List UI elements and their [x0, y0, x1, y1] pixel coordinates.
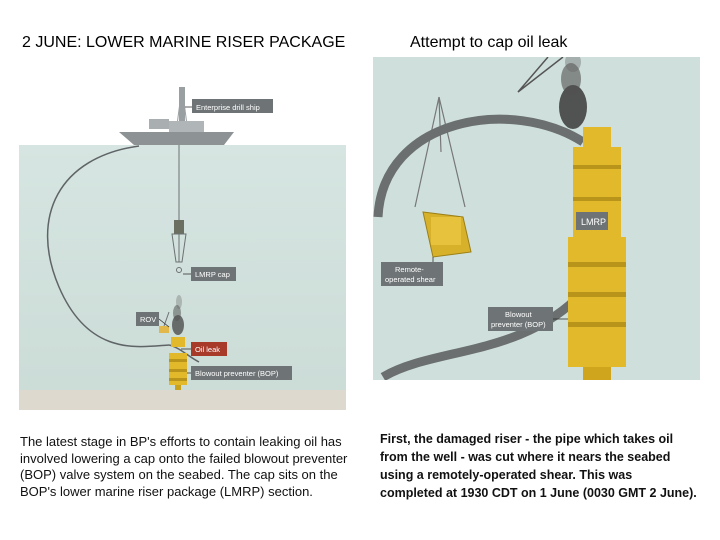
oil-leak-label: Oil leak: [195, 345, 220, 354]
left-heading: 2 JUNE: LOWER MARINE RISER PACKAGE: [22, 34, 346, 51]
shear-label-line2: operated shear: [385, 275, 436, 284]
label-ship: Enterprise drill ship: [185, 99, 273, 113]
bop-label-line2: preventer (BOP): [491, 320, 546, 329]
rov-label: ROV: [140, 315, 156, 324]
left-caption: The latest stage in BP's efforts to cont…: [20, 434, 348, 499]
remote-shear-icon: [422, 211, 472, 258]
label-shear: Remote- operated shear: [381, 257, 443, 286]
bop-label: Blowout preventer (BOP): [195, 369, 279, 378]
ship-label: Enterprise drill ship: [196, 103, 260, 112]
label-bop: Blowout preventer (BOP): [187, 366, 292, 380]
bop-stack-icon: [568, 127, 626, 380]
drill-ship-icon: [119, 86, 234, 145]
label-bop: Blowout preventer (BOP): [488, 307, 568, 331]
bop-label-line1: Blowout: [505, 310, 533, 319]
right-caption: First, the damaged riser - the pipe whic…: [380, 432, 697, 500]
bop-icon: [169, 337, 187, 390]
label-oil-leak: Oil leak: [181, 342, 227, 356]
oil-plume: [559, 57, 587, 129]
lmrp-cap-icon: [171, 220, 187, 273]
oil-plume: [172, 295, 184, 335]
shear-label-line1: Remote-: [395, 265, 424, 274]
label-lmrp: LMRP: [576, 212, 608, 230]
seabed: [19, 390, 346, 410]
riser-pipe: [373, 114, 586, 218]
label-lmrp-cap: LMRP cap: [183, 267, 236, 281]
lmrp-cap-label: LMRP cap: [195, 270, 230, 279]
right-heading: Attempt to cap oil leak: [410, 34, 568, 51]
riser-pipe: [46, 145, 170, 348]
riser-cut-diagram: LMRP Remote- operated shear Blowout prev…: [373, 57, 700, 380]
lmrp-label: LMRP: [581, 217, 606, 227]
lmrp-overview-diagram: Enterprise drill ship LMRP cap ROV Oil l…: [19, 86, 346, 410]
rov-icon: [159, 326, 169, 333]
label-rov: ROV: [136, 312, 170, 328]
